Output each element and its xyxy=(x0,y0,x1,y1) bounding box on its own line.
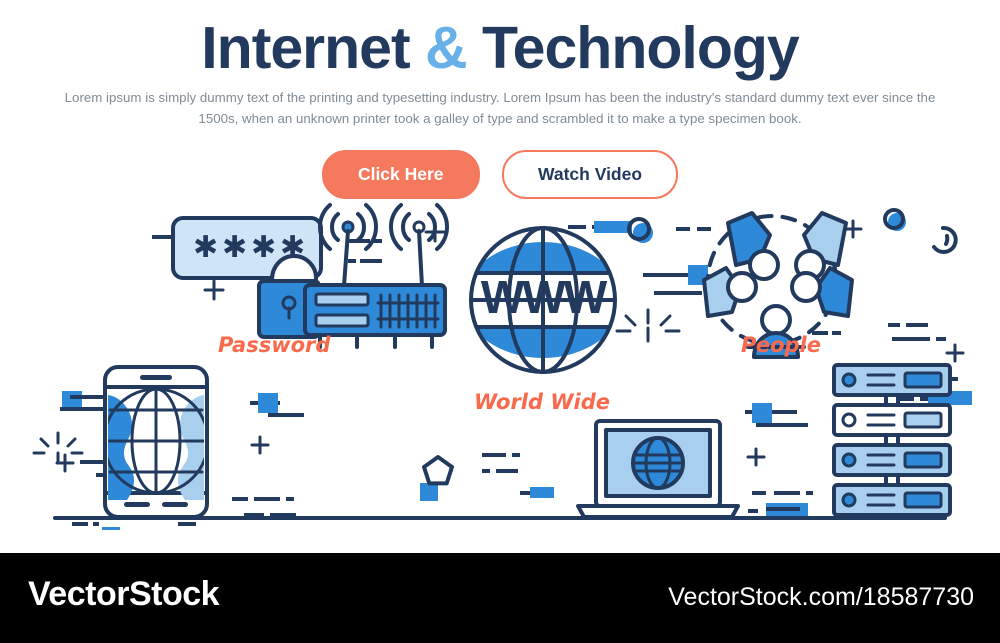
laptop-globe-icon xyxy=(576,419,740,519)
cta-button-group: Click Here Watch Video xyxy=(0,150,1000,199)
circle-dot-icon xyxy=(883,208,906,231)
server-rack-icon xyxy=(832,363,952,517)
title-ampersand: & xyxy=(425,15,468,81)
svg-text:✱: ✱ xyxy=(222,230,247,265)
sparkle-icon xyxy=(32,431,84,465)
wifi-router-icon xyxy=(303,203,450,349)
server-unit-4 xyxy=(832,483,952,517)
server-unit-1 xyxy=(832,363,952,397)
decoration-right-cluster xyxy=(32,208,972,517)
svg-text:✱: ✱ xyxy=(251,230,276,265)
plus-icon xyxy=(746,447,766,467)
person-right xyxy=(790,266,854,318)
plus-icon xyxy=(843,219,863,239)
click-here-button[interactable]: Click Here xyxy=(321,150,480,199)
world-wide-label: World Wide xyxy=(474,390,610,414)
decoration-center-cluster xyxy=(482,217,711,498)
wifi-waves-right xyxy=(388,203,450,251)
svg-text:✱: ✱ xyxy=(193,230,218,265)
screen-globe-icon xyxy=(631,436,685,490)
svg-text:WWW: WWW xyxy=(481,271,608,323)
sparkle-icon xyxy=(615,308,681,343)
plus-icon xyxy=(250,435,270,455)
plus-icon xyxy=(945,343,965,363)
title-part-one: Internet xyxy=(201,15,426,81)
wifi-waves-left xyxy=(317,203,379,251)
vectorstock-url: VectorStock.com/18587730 xyxy=(668,583,974,611)
page-subtitle: Lorem ipsum is simply dummy text of the … xyxy=(64,90,936,126)
person-top-left xyxy=(726,211,780,281)
person-top-right xyxy=(794,211,848,281)
plus-icon xyxy=(55,453,75,473)
circle-dot-icon xyxy=(627,217,653,243)
pentagon-icon xyxy=(420,455,454,501)
people-group-icon xyxy=(702,211,854,359)
watch-video-button[interactable]: Watch Video xyxy=(502,150,679,199)
server-unit-2 xyxy=(832,403,952,437)
dashed-circle-icon xyxy=(932,226,958,254)
title-part-two: Technology xyxy=(466,15,800,81)
www-globe-icon: WWW xyxy=(469,226,617,374)
poster-canvas: Internet & Technology Lorem ipsum is sim… xyxy=(0,15,1000,530)
person-bottom-center xyxy=(746,304,806,359)
vectorstock-logo: VectorStock xyxy=(28,575,220,613)
people-label: People xyxy=(741,333,821,357)
person-left xyxy=(702,266,758,318)
page-title: Internet & Technology xyxy=(0,15,1000,81)
illustration-stage: .st{fill:none;stroke:#223a5e;stroke-widt… xyxy=(0,195,1000,530)
footer-bar: VectorStock VectorStock.com/18587730 xyxy=(0,553,1000,643)
smartphone-global-communication-icon xyxy=(103,365,209,519)
plus-icon xyxy=(203,279,225,301)
password-label: Password xyxy=(218,333,331,357)
server-unit-3 xyxy=(832,443,952,477)
